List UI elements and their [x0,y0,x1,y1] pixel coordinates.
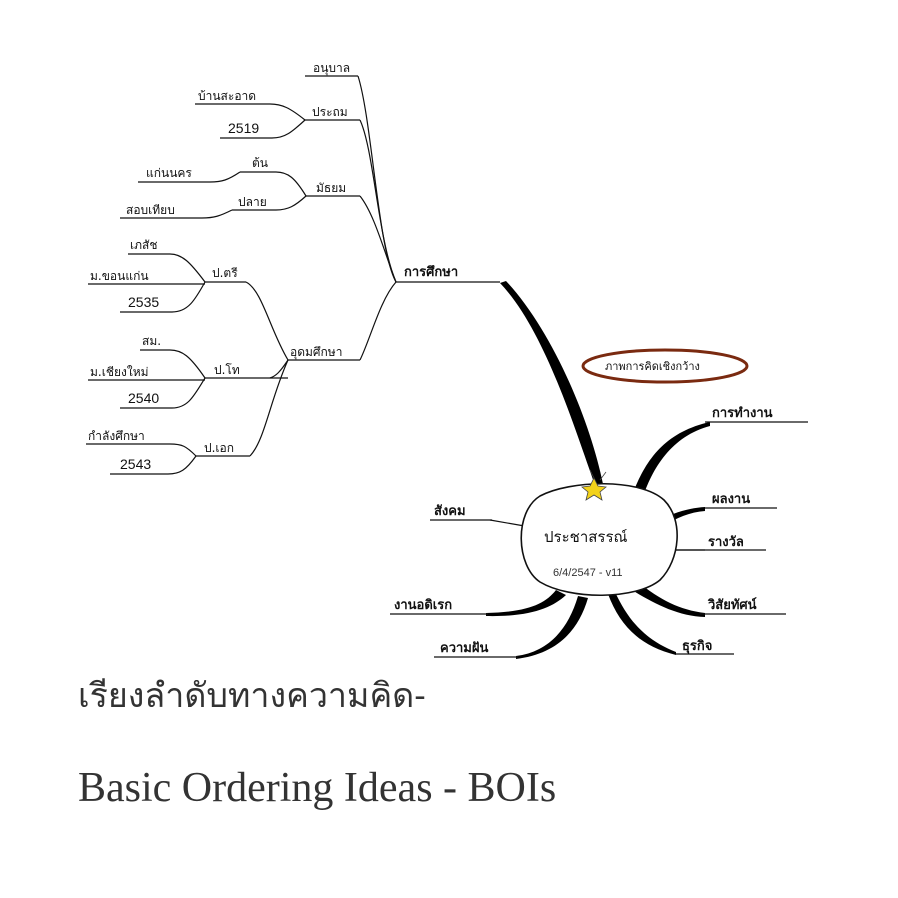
node-secondary-late: ปลาย [238,195,267,209]
central-node-title: ประชาสรรณ์ [544,528,628,546]
link-secondary-late [275,195,307,211]
link-master-field [169,349,206,379]
caption-english: Basic Ordering Ideas - BOIs [78,765,557,811]
node-kindergarten: อนุบาล [313,61,350,76]
node-higher: อุดมศึกษา [290,345,342,360]
link-education-kindergarten [357,75,397,283]
branch-work-label: การทำงาน [712,405,773,421]
node-doctorate: ป.เอก [204,441,234,455]
trunk-education [500,281,603,485]
wedge-leisure [486,590,566,617]
node-secondary: มัธยม [316,181,346,195]
node-primary: ประถม [312,105,348,119]
link-bachelor-field [169,253,206,283]
wedge-dream [516,596,588,659]
node-primary-year: 2519 [228,120,259,136]
node-doctorate-status: กำลังศึกษา [88,429,145,443]
node-doctorate-year: 2543 [120,456,151,472]
link-bachelor-year [171,281,206,313]
branch-results-label: ผลงาน [712,492,750,507]
callout-text: ภาพการคิดเชิงกว้าง [605,360,700,373]
node-early-school: แก่นนคร [146,166,192,180]
central-node[interactable] [520,482,678,597]
wedge-work [632,422,710,500]
link-higher-bachelor [245,281,289,361]
node-master-university: ม.เชียงใหม่ [90,365,149,379]
link-master-year [171,377,206,409]
link-early-school [209,171,241,183]
link-primary-school [269,103,306,121]
link-doctorate-status [169,443,197,457]
link-higher-master [269,359,289,379]
branch-business-label: ธุรกิจ [682,639,712,654]
link-secondary-early [275,171,307,197]
branch-awards-label: รางวัล [708,535,744,550]
callout-bubble [581,348,749,384]
central-node-subtitle: 6/4/2547 - v11 [553,567,623,579]
link-doctorate-year [167,455,197,475]
branch-social-label: สังคม [434,504,466,519]
caption-thai: เรียงลำดับทางความคิด- [78,676,426,716]
node-secondary-early: ต้น [252,156,268,170]
node-bachelor-university: ม.ขอนแก่น [90,269,149,283]
link-higher-doctorate [249,359,289,457]
node-bachelor-year: 2535 [128,294,159,310]
spark-icon [581,469,607,501]
link-education-secondary [359,195,397,283]
wedge-business [608,592,676,655]
node-bachelor: ป.ตรี [212,266,238,280]
branch-vision-label: วิสัยทัศน์ [707,597,756,613]
node-bachelor-field: เภสัช [130,238,157,252]
branch-dream-label: ความฝัน [440,641,488,656]
node-primary-school: บ้านสะอาด [198,89,256,103]
branch-education-label: การศึกษา [404,264,458,280]
node-master-field: สม. [142,334,161,348]
node-master: ป.โท [214,363,240,377]
link-primary-year [271,119,306,139]
node-master-year: 2540 [128,390,159,406]
link-education-higher [359,281,397,361]
node-late-school: สอบเทียบ [126,203,175,217]
branch-leisure-label: งานอดิเรก [394,598,452,613]
link-late-school [201,209,233,219]
